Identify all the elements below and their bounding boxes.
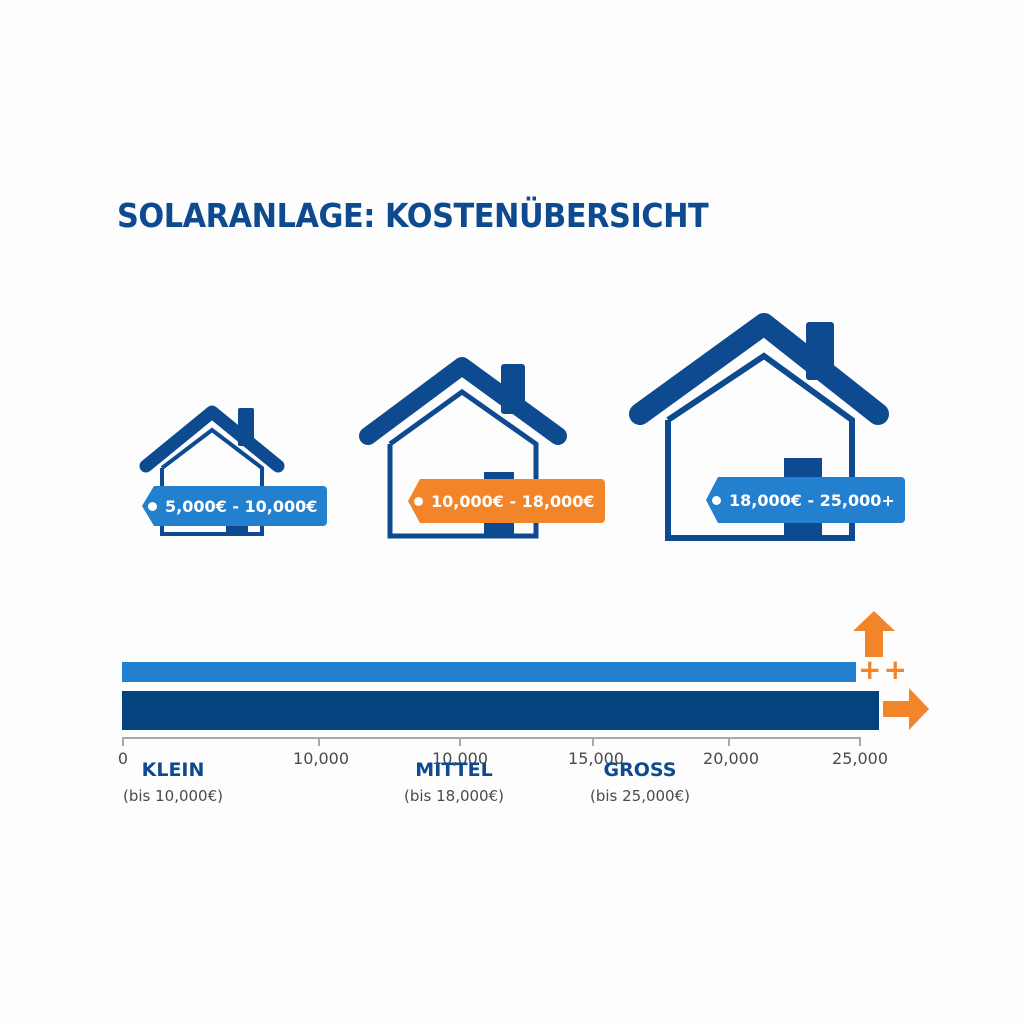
tick [122,737,124,746]
tag-hole-icon [712,495,721,505]
tick [459,737,461,746]
tick-label: 10,000 [432,749,488,768]
price-tag-medium: 10,000€ - 18,000€ [408,479,605,523]
tick [728,737,730,746]
tick-label: 10,000 [293,749,349,768]
tick-label: 15,000 [568,749,624,768]
plus-signs: ++ [858,653,909,686]
page-title: SOLARANLAGE: KOSTENÜBERSICHT [117,196,709,235]
category-label-mittel: MITTEL [415,759,493,781]
category-label-gross: GROSS [603,759,677,781]
tag-hole-icon [414,496,423,506]
up-arrow-icon [853,611,895,661]
tick-label: 20,000 [703,749,759,768]
bar-dark [122,691,879,730]
category-label-klein: KLEIN [141,759,205,781]
tick [318,737,320,746]
category-sub-klein: (bis 10,000€) [122,787,224,805]
price-tag-small: 5,000€ - 10,000€ [142,486,328,526]
x-axis [122,737,860,739]
bar-light [122,662,856,682]
tick [859,737,861,746]
right-arrow-icon [883,688,929,734]
price-tag-large: 18,000€ - 25,000+ [706,477,905,523]
tick [592,737,594,746]
category-sub-gross: (bis 25,000€) [589,787,691,805]
tick-label: 0 [117,749,129,768]
tick-label: 25,000 [832,749,888,768]
tag-hole-icon [148,501,157,511]
category-sub-mittel: (bis 18,000€) [403,787,505,805]
